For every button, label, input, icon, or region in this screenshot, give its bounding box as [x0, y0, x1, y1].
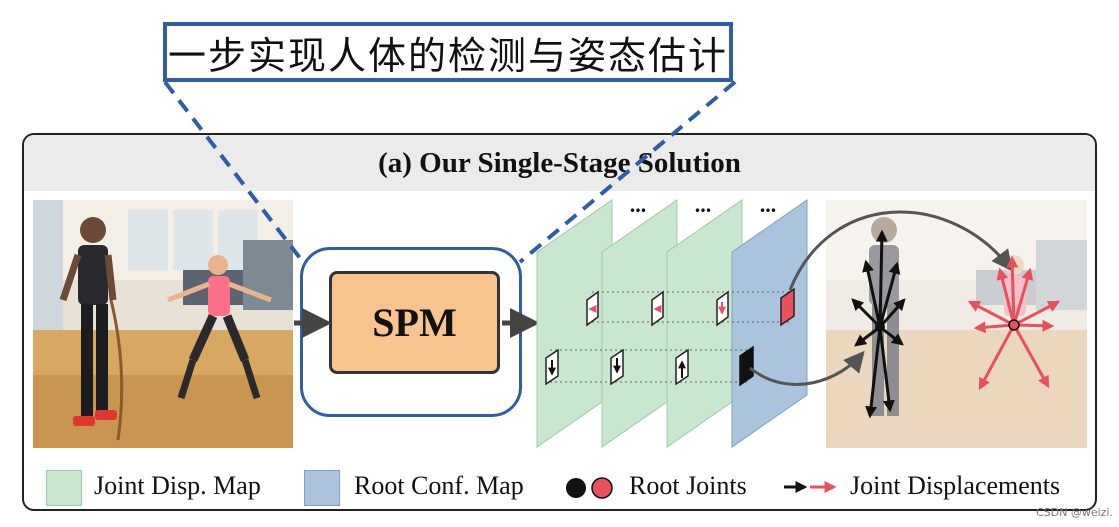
root-cell-red — [780, 287, 795, 327]
legend-black-dot — [566, 478, 586, 498]
legend-label-displacements: Joint Displacements — [850, 471, 1061, 500]
root-conf-map — [731, 199, 808, 448]
spm-block: SPM — [329, 271, 500, 374]
legend-label-disp: Joint Disp. Map — [94, 471, 261, 500]
root-cell-black — [739, 345, 754, 387]
legend-label-root-map: Root Conf. Map — [354, 471, 524, 500]
joint-disp-map-3 — [666, 199, 743, 448]
maps-ellipsis: ... — [760, 192, 777, 217]
legend-swatch-root — [304, 470, 340, 506]
callout-box: 一步实现人体的检测与姿态估计 — [163, 22, 733, 82]
callout-dash-left — [163, 80, 305, 264]
legend-swatch-disp — [46, 470, 82, 506]
legend-red-dot — [591, 477, 613, 499]
maps-ellipsis: ... — [630, 192, 647, 217]
curve-arrow-red-root — [788, 210, 1013, 291]
spm-label: SPM — [372, 300, 457, 345]
panel-header: (a) Our Single-Stage Solution — [24, 135, 1095, 191]
panel-title: (a) Our Single-Stage Solution — [378, 146, 741, 179]
joint-disp-map-2 — [601, 199, 678, 448]
watermark: CSDN @weizi. — [1035, 506, 1113, 519]
input-photo — [33, 200, 293, 448]
callout-text: 一步实现人体的检测与姿态估计 — [167, 33, 728, 78]
black-root-joint — [875, 322, 885, 332]
red-root-joint — [1008, 319, 1020, 331]
maps-ellipsis: ... — [695, 192, 712, 217]
callout-dash-right — [518, 80, 737, 264]
legend-label-root-joints: Root Joints — [629, 471, 747, 500]
red-pose-arrows — [967, 255, 1061, 391]
curve-arrow-black-root — [749, 350, 865, 386]
